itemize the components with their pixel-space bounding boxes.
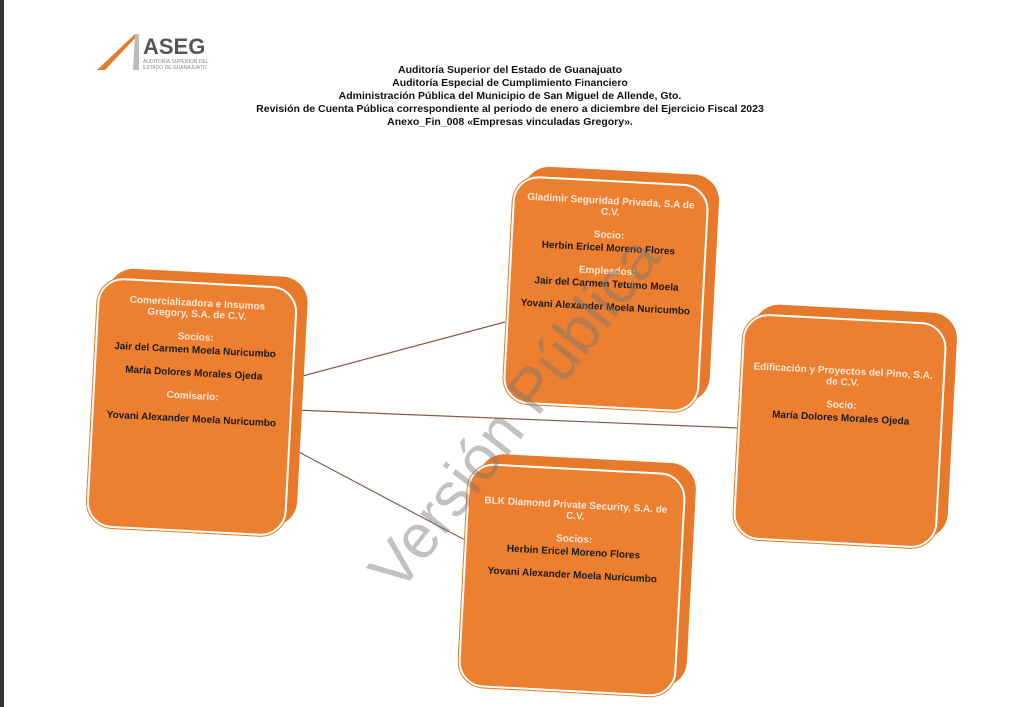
logo-subtitle: AUDITORÍA SUPERIOR DEL ESTADO DE GUANAJU… [143,59,209,71]
header-line: Anexo_Fin_008 «Empresas vinculadas Grego… [387,116,633,128]
company-box-gregory: Comercializadora e Insumos Gregory, S.A.… [85,267,309,538]
company-name: Comercializadora e Insumos Gregory, S.A.… [129,294,266,323]
company-name: BLK Diamond Private Security, S.A. de C.… [484,495,668,523]
header-line: Administración Pública del Municipio de … [338,90,682,102]
connector-gladimir [294,321,506,379]
company-box-pino: Edificación y Proyectos del Pino, S.A. d… [732,303,959,550]
company-name: Edificación y Proyectos del Pino, S.A. d… [753,361,934,389]
person-name: María Dolores Morales Ojeda [124,364,263,383]
aseg-logo: ASEG AUDITORÍA SUPERIOR DEL ESTADO DE GU… [95,32,225,76]
logo-name: ASEG [143,34,206,59]
connector-pino [294,409,741,429]
header-line: Auditoría Superior del Estado de Guanaju… [397,64,623,76]
header-line: Auditoría Especial de Cumplimiento Finan… [392,77,628,89]
document-header: Auditoría Superior del Estado de Guanaju… [200,64,820,129]
person-name: Yovani Alexander Moela Nuricumbo [487,565,658,586]
person-name: Yovani Alexander Moela Nuricumbo [106,409,277,430]
connector-blk [294,449,466,541]
company-name: Gladimir Seguridad Privada, S.A de C.V. [526,191,695,219]
header-line: Revisión de Cuenta Pública correspondien… [256,103,764,115]
page-edge [0,0,4,707]
logo-mark-icon [97,34,139,70]
role-label: Comisario: [166,389,219,404]
